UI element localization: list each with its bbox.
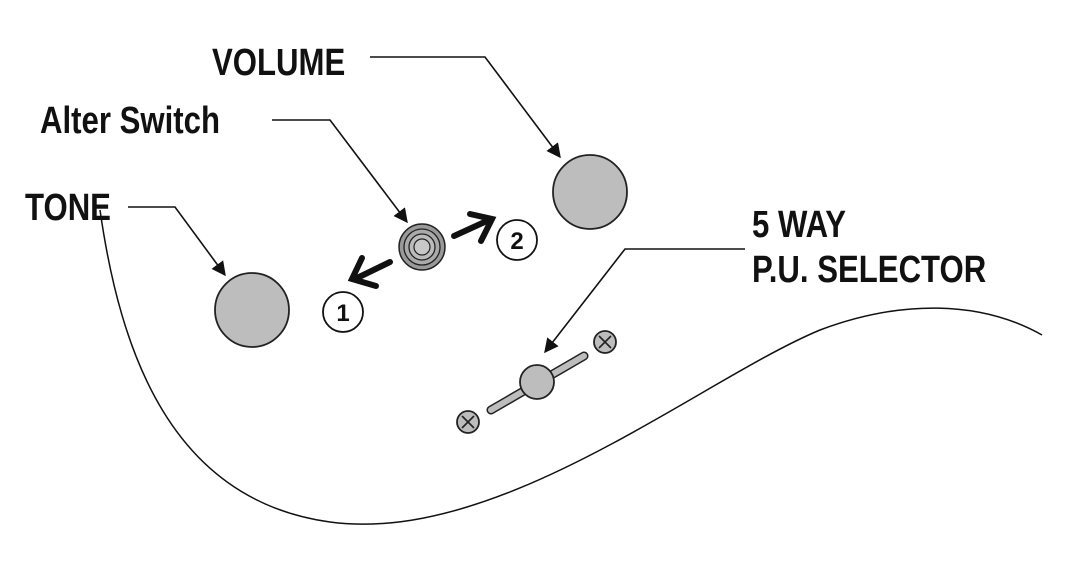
selector-label-line1: 5 WAY: [752, 204, 846, 246]
volume-label: VOLUME: [212, 42, 345, 84]
svg-text:2: 2: [510, 228, 523, 255]
selector-knob[interactable]: [519, 364, 555, 400]
screw-icon: [456, 410, 480, 434]
selector-label-line2: P.U. SELECTOR: [752, 249, 986, 291]
alter-switch-leader-arrow: [272, 119, 408, 224]
volume-leader-arrow: [370, 56, 561, 159]
position-1-arrow: [347, 255, 393, 289]
selector-leader-arrow: [544, 248, 745, 354]
tone-label: TONE: [25, 187, 111, 229]
tone-knob[interactable]: [214, 272, 290, 348]
position-1-badge: 1: [322, 291, 364, 333]
position-2-arrow: [451, 211, 497, 244]
screw-icon: [593, 330, 617, 354]
tone-leader-arrow: [128, 206, 226, 277]
alter-switch-label: Alter Switch: [40, 100, 220, 142]
svg-text:1: 1: [336, 300, 349, 327]
alter-switch[interactable]: [398, 223, 446, 271]
guitar-body-outline: [99, 209, 1043, 525]
volume-knob[interactable]: [552, 154, 628, 230]
position-2-badge: 2: [496, 219, 538, 261]
